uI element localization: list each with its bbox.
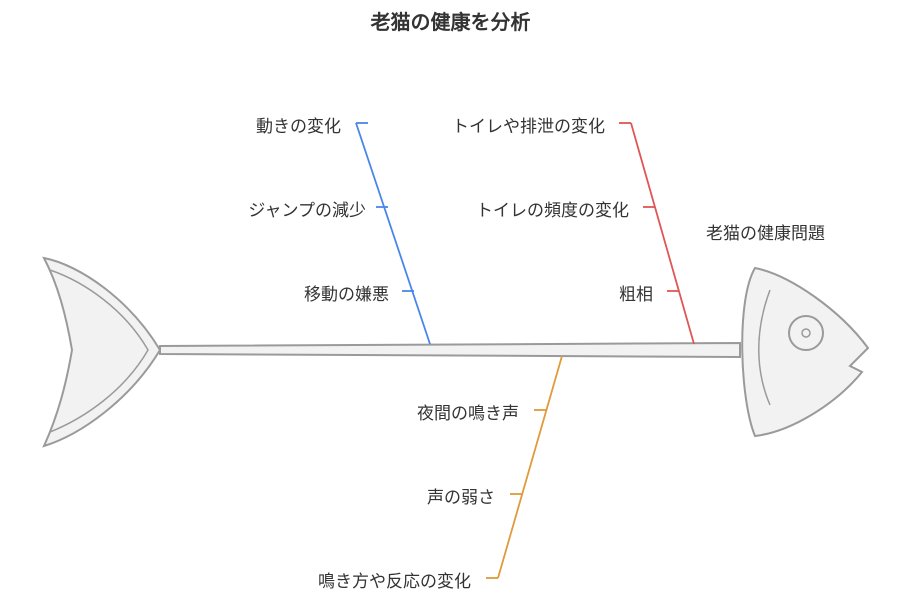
fish-head (741, 266, 870, 438)
fish-spine (159, 341, 741, 359)
bone-3-main (497, 355, 563, 579)
bone-1-main (355, 122, 431, 345)
diagram-title: 老猫の健康を分析 (370, 10, 531, 34)
bone-2-main (630, 122, 695, 345)
fish-tail (42, 256, 162, 448)
cause-label: 声の弱さ (427, 488, 495, 508)
bone-category-2 (619, 122, 695, 345)
cause-label: 移動の嫌悪 (304, 285, 389, 305)
effect-label: 老猫の健康問題 (706, 224, 825, 244)
cause-label: 粗相 (619, 285, 653, 305)
cause-label: 鳴き方や反応の変化 (318, 572, 471, 592)
cause-label: トイレや排泄の変化 (452, 117, 605, 137)
bone-category-1 (355, 122, 431, 345)
cause-label: ジャンプの減少 (248, 201, 366, 221)
cause-label: トイレの頻度の変化 (476, 201, 629, 221)
fish-gill (758, 289, 771, 406)
fish-tail-inner (49, 269, 149, 433)
bone-category-3 (486, 355, 563, 579)
cause-label: 夜間の鳴き声 (417, 404, 519, 424)
cause-label: 動きの変化 (256, 117, 341, 137)
fish-pupil-icon (801, 328, 811, 338)
